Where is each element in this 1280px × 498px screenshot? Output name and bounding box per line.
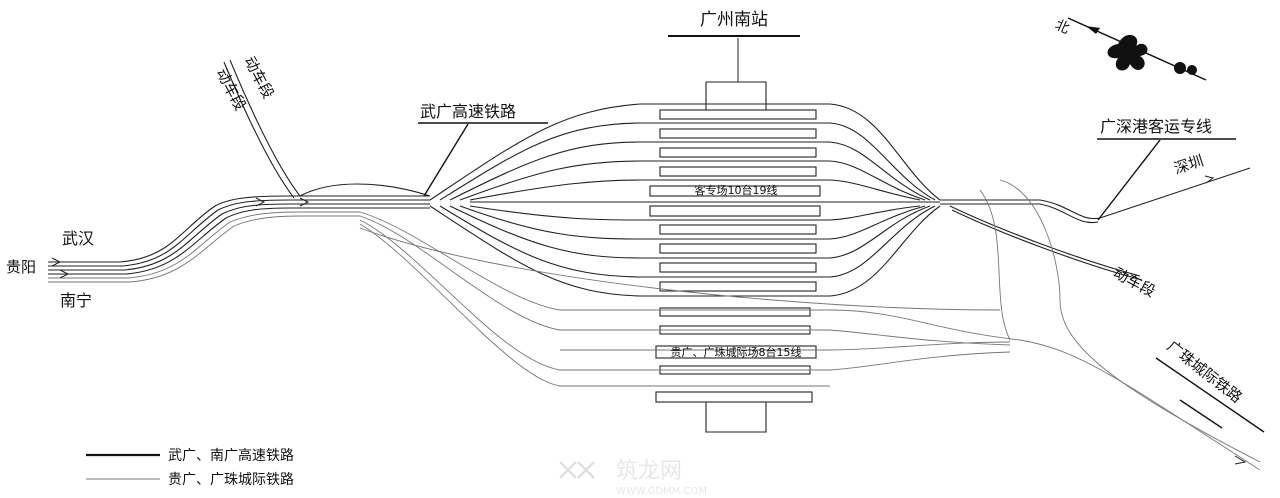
watermark: 筑龙网 WWW.GDMM.COM [559, 459, 707, 497]
north-arrow-icon: 北 [1052, 17, 1207, 81]
label-wuhan: 武汉 [62, 229, 94, 248]
upper-yard-tracks [429, 103, 941, 297]
route-labels: 武汉 贵阳 南宁 动车段 动车段 武广高速铁路 广深港客运专线 深圳 动车段 广… [6, 53, 1265, 433]
label-yard-upper: 客专场10台19线 [695, 183, 778, 197]
svg-text:北: 北 [1052, 17, 1071, 37]
label-depot-se: 动车段 [1110, 264, 1158, 301]
legend-hsr: 武广、南广高速铁路 [168, 447, 294, 464]
direction-arrows [51, 175, 1247, 465]
legend-intercity: 贵广、广珠城际铁路 [168, 472, 294, 488]
label-yard-lower: 贵广、广珠城际场8台15线 [671, 345, 802, 359]
label-guiyang: 贵阳 [6, 258, 36, 276]
watermark-logo: 筑龙网 [616, 459, 682, 484]
legend: 武广、南广高速铁路 贵广、广珠城际铁路 [86, 447, 294, 488]
label-depot-nw-1: 动车段 [240, 53, 277, 101]
label-nanning: 南宁 [60, 291, 92, 310]
station-name: 广州南站 [700, 10, 768, 30]
label-wuguang-hsr: 武广高速铁路 [420, 102, 516, 121]
label-gsh-line: 广深港客运专线 [1100, 117, 1212, 136]
main-line-tracks [48, 59, 1251, 281]
upper-yard-platforms [649, 109, 821, 292]
watermark-url: WWW.GDMM.COM [616, 486, 707, 497]
label-depot-nw-2: 动车段 [212, 65, 249, 113]
label-shenzhen: 深圳 [1172, 151, 1206, 177]
lower-yard-platforms [655, 307, 817, 375]
intercity-tracks [48, 179, 1261, 471]
